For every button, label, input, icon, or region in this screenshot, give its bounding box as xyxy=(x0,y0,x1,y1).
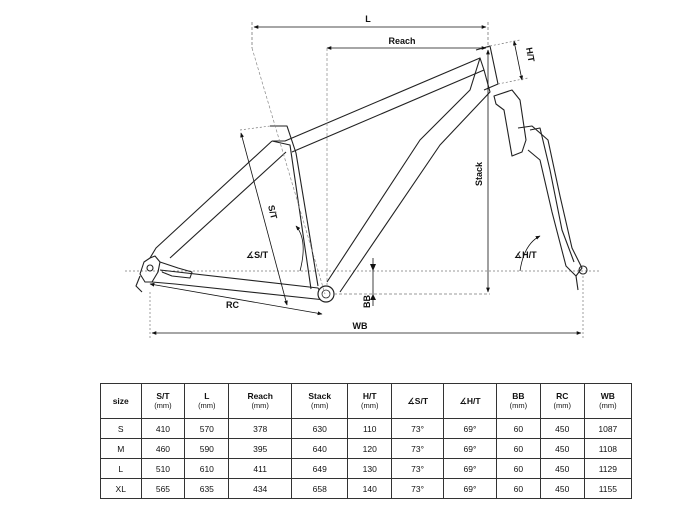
table-header-row: size S/T(mm) L(mm) Reach(mm) Stack(mm) H… xyxy=(100,383,633,419)
table-cell: XL xyxy=(100,478,142,499)
seat-tube-label: S/T xyxy=(266,204,279,220)
column-header: ∡S/T xyxy=(391,383,444,419)
table-cell: 1155 xyxy=(583,478,633,499)
bottom-bracket xyxy=(317,285,335,303)
table-cell: M xyxy=(100,438,142,459)
bottom-bracket-label: BB xyxy=(362,295,372,308)
frame-geometry-diagram: L Reach H/T Stack S/T ∡S/T ∡H/T BB RC WB xyxy=(125,14,600,338)
table-cell: 1108 xyxy=(583,438,633,459)
column-header: S/T(mm) xyxy=(140,383,186,419)
table-cell: 450 xyxy=(539,478,585,499)
wheelbase-label: WB xyxy=(353,321,368,331)
rear-center-label: RC xyxy=(226,300,239,310)
table-row: XL 565 635 434 658 140 73° 69° 60 450 11… xyxy=(100,478,633,499)
table-cell: 649 xyxy=(291,458,349,479)
rear-center-dimension-line xyxy=(149,282,323,316)
suspension-fork xyxy=(493,89,588,291)
table-row: M 460 590 395 640 120 73° 69° 60 450 110… xyxy=(100,438,633,459)
table-cell: 610 xyxy=(184,458,230,479)
table-cell: 69° xyxy=(443,478,497,499)
table-cell: 140 xyxy=(347,478,393,499)
table-cell: L xyxy=(100,458,142,479)
head-tube-angle-arc xyxy=(519,235,541,272)
table-row: S 410 570 378 630 110 73° 69° 60 450 108… xyxy=(100,418,633,439)
table-cell: 130 xyxy=(347,458,393,479)
table-cell: 60 xyxy=(495,418,541,439)
table-cell: 110 xyxy=(347,418,393,439)
column-header: ∡H/T xyxy=(443,383,497,419)
table-cell: 73° xyxy=(391,438,444,459)
table-cell: 450 xyxy=(539,458,585,479)
table-cell: 395 xyxy=(228,438,293,459)
table-cell: 411 xyxy=(228,458,293,479)
table-cell: 1087 xyxy=(583,418,633,439)
seat-tube-angle-arc xyxy=(295,225,304,272)
geometry-table: size S/T(mm) L(mm) Reach(mm) Stack(mm) H… xyxy=(100,383,633,499)
seat-tube-dimension-line xyxy=(240,132,288,306)
column-header: Stack(mm) xyxy=(291,383,349,419)
table-cell: 450 xyxy=(539,418,585,439)
table-cell: 73° xyxy=(391,418,444,439)
column-header: RC(mm) xyxy=(539,383,585,419)
column-header: WB(mm) xyxy=(583,383,633,419)
table-cell: 60 xyxy=(495,478,541,499)
column-header: H/T(mm) xyxy=(347,383,393,419)
length-label: L xyxy=(365,14,371,24)
table-cell: 640 xyxy=(291,438,349,459)
table-cell: 635 xyxy=(184,478,230,499)
table-cell: 410 xyxy=(140,418,186,439)
table-cell: 69° xyxy=(443,418,497,439)
column-header: BB(mm) xyxy=(495,383,541,419)
table-cell: 450 xyxy=(539,438,585,459)
table-cell: 378 xyxy=(228,418,293,439)
table-cell: S xyxy=(100,418,142,439)
column-header: L(mm) xyxy=(184,383,230,419)
table-cell: 590 xyxy=(184,438,230,459)
column-header: Reach(mm) xyxy=(228,383,293,419)
table-cell: 630 xyxy=(291,418,349,439)
table-cell: 60 xyxy=(495,458,541,479)
table-cell: 658 xyxy=(291,478,349,499)
table-cell: 460 xyxy=(140,438,186,459)
column-header: size xyxy=(100,383,142,419)
stack-label: Stack xyxy=(474,161,484,186)
head-tube-angle-label: ∡H/T xyxy=(514,250,537,260)
table-row: L 510 610 411 649 130 73° 69° 60 450 112… xyxy=(100,458,633,479)
table-cell: 434 xyxy=(228,478,293,499)
table-cell: 510 xyxy=(140,458,186,479)
table-cell: 60 xyxy=(495,438,541,459)
table-cell: 73° xyxy=(391,478,444,499)
seat-tube-angle-label: ∡S/T xyxy=(246,250,269,260)
bike-frame xyxy=(135,45,499,301)
table-cell: 1129 xyxy=(583,458,633,479)
head-tube-label: H/T xyxy=(524,47,536,64)
table-cell: 565 xyxy=(140,478,186,499)
table-cell: 69° xyxy=(443,458,497,479)
head-tube-dimension-line xyxy=(512,40,524,81)
table-cell: 570 xyxy=(184,418,230,439)
reach-label: Reach xyxy=(388,36,415,46)
table-cell: 69° xyxy=(443,438,497,459)
table-cell: 73° xyxy=(391,458,444,479)
table-cell: 120 xyxy=(347,438,393,459)
